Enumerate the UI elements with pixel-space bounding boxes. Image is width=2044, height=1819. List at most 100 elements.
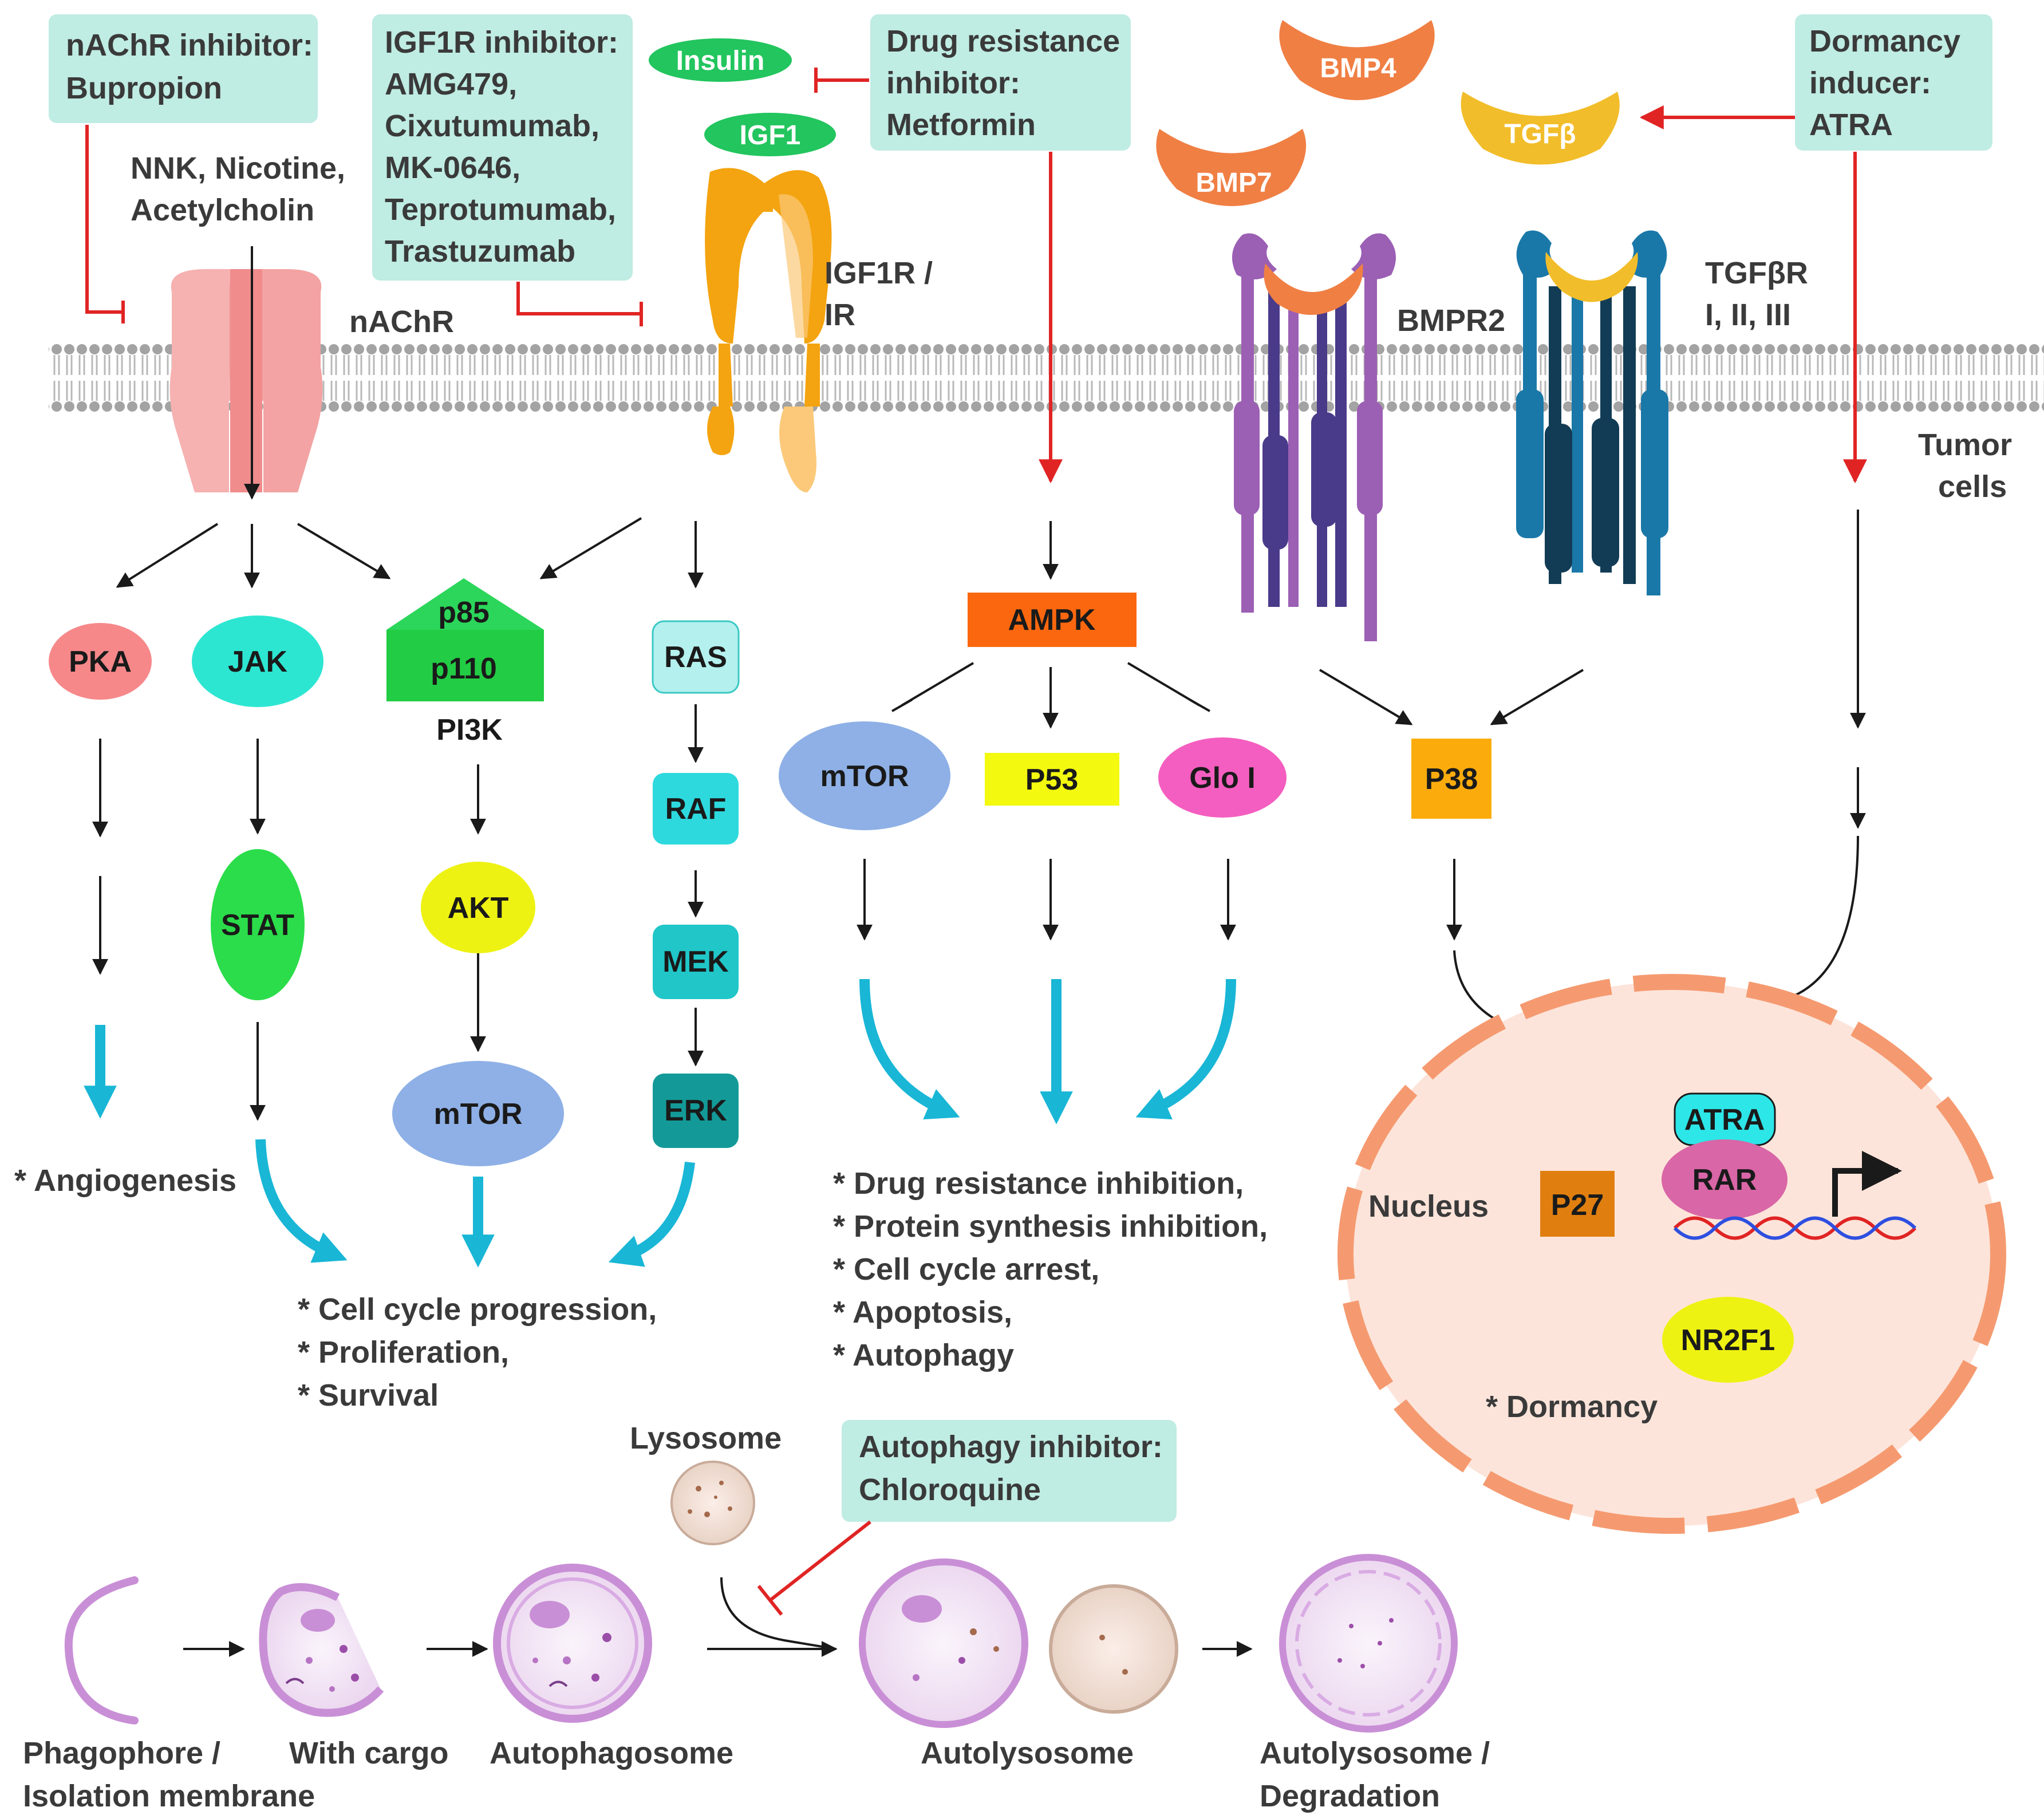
p53-label: P53 — [1025, 763, 1079, 796]
igf1r-drug-teprotumumab: Teprotumumab, — [385, 192, 616, 227]
mtor-mid-node: mTOR — [779, 721, 950, 830]
ras-node: RAS — [652, 620, 740, 694]
mtor-left-label: mTOR — [433, 1098, 522, 1131]
igf1r-drug-trastuzumab: Trastuzumab — [385, 234, 575, 269]
autophagy-inhibitor-drug: Chloroquine — [859, 1473, 1041, 1507]
atra-node: ATRA — [1674, 1092, 1776, 1146]
left-outcome-line2: * Proliferation, — [298, 1335, 509, 1370]
nachr-inhibitor-title: nAChR inhibitor: — [66, 28, 313, 62]
igf1-ligand: IGF1 — [704, 113, 836, 156]
mid-outcome-line5: * Autophagy — [833, 1338, 1014, 1372]
p27-node: P27 — [1540, 1171, 1615, 1237]
jak-label: JAK — [228, 645, 287, 678]
phagophore — [64, 1576, 139, 1725]
stat-node: STAT — [211, 849, 305, 1000]
drug-resistance-drug: Metformin — [886, 108, 1036, 142]
tgfbr-label-line2: I, II, III — [1705, 298, 1791, 332]
autophagosome-label: Autophagosome — [490, 1736, 733, 1770]
dormancy-inducer-box: Dormancy inducer: ATRA — [1795, 14, 1992, 151]
tgfb-ligand: TGFβ — [1461, 92, 1620, 165]
phagophore-label-line2: Isolation membrane — [23, 1779, 315, 1813]
insulin-ligand: Insulin — [649, 38, 792, 82]
left-outcome-line1: * Cell cycle progression, — [298, 1292, 657, 1327]
glo1-inhibit-tee — [1189, 699, 1210, 712]
rar-label: RAR — [1692, 1163, 1757, 1197]
nachr-inhibitor-drug: Bupropion — [66, 71, 222, 105]
angiogenesis-outcome: * Angiogenesis — [14, 1163, 236, 1198]
transcription-arrow — [1832, 1151, 1902, 1217]
pi3k-node: p85 p110 PI3K — [386, 578, 544, 747]
pka-node: PKA — [49, 623, 152, 700]
stat-label: STAT — [221, 909, 294, 942]
nachr-inhibitor-box: nAChR inhibitor: Bupropion — [49, 14, 318, 123]
igf1r-label-line2: IR — [824, 298, 855, 332]
inhibition-lines — [85, 68, 1867, 1616]
mtor-left-node: mTOR — [392, 1061, 564, 1166]
with-cargo-label: With cargo — [289, 1736, 449, 1770]
degradation-cell — [1279, 1554, 1458, 1733]
nachr-receptor — [169, 269, 323, 492]
autophagy-inhibitor-box: Autophagy inhibitor: Chloroquine — [842, 1420, 1177, 1522]
akt-label: AKT — [448, 891, 509, 925]
dormancy-outcome: * Dormancy — [1486, 1390, 1658, 1424]
igf1r-inhibitor-title: IGF1R inhibitor: — [385, 25, 618, 60]
igf1r-label-line1: IGF1R / — [824, 256, 933, 290]
autolysosome-label: Autolysosome — [921, 1736, 1134, 1770]
pka-label: PKA — [69, 645, 132, 678]
ampk-label: AMPK — [1008, 603, 1096, 637]
cell-membrane — [49, 344, 2044, 412]
raf-node: RAF — [653, 773, 739, 845]
ras-label: RAS — [664, 641, 727, 674]
igf1r-inhibitor-box: IGF1R inhibitor: AMG479, Cixutumumab, MK… — [372, 14, 633, 281]
atra-label: ATRA — [1684, 1103, 1765, 1137]
nachr-ligands-line2: Acetylcholin — [131, 193, 314, 227]
tumor-cells-label-line2: cells — [1938, 469, 2007, 504]
drug-resistance-subtitle: inhibitor: — [886, 66, 1020, 100]
mek-node: MEK — [653, 925, 739, 999]
cargo-cell — [259, 1583, 384, 1717]
bmpr2-receptor — [1232, 233, 1396, 641]
rar-node: RAR — [1662, 1139, 1787, 1220]
drug-resistance-inhibitor-box: Drug resistance inhibitor: Metformin — [870, 14, 1131, 151]
igf1-label: IGF1 — [740, 120, 801, 151]
dormancy-title: Dormancy — [1809, 24, 1960, 58]
nachr-ligands-line1: NNK, Nicotine, — [131, 151, 345, 186]
nachr-label: nAChR — [349, 305, 454, 339]
erk-label: ERK — [664, 1094, 727, 1127]
dna-helix — [1673, 1216, 1917, 1240]
lysosome — [670, 1461, 755, 1545]
mid-outcome-line4: * Apoptosis, — [833, 1295, 1012, 1329]
bmp4-ligand: BMP4 — [1279, 20, 1435, 100]
dormancy-drug: ATRA — [1809, 108, 1893, 142]
tumor-cells-label-line1: Tumor — [1918, 428, 2012, 462]
lysosome-label: Lysosome — [630, 1421, 782, 1455]
p38-label: P38 — [1425, 763, 1478, 796]
autophagosome — [493, 1564, 652, 1723]
p27-label: P27 — [1551, 1189, 1604, 1222]
erk-node: ERK — [653, 1074, 739, 1148]
mek-label: MEK — [662, 945, 729, 978]
glo1-node: Glo I — [1158, 737, 1287, 818]
bmp7-ligand: BMP7 — [1156, 129, 1307, 206]
autolysosome — [859, 1558, 1178, 1728]
p38-node: P38 — [1411, 739, 1491, 819]
p110-label: p110 — [431, 652, 497, 685]
igf1r-drug-mk0646: MK-0646, — [385, 151, 520, 185]
igf1r-drug-amg479: AMG479, — [385, 67, 517, 101]
glo1-label: Glo I — [1189, 761, 1256, 795]
nucleus-label: Nucleus — [1368, 1189, 1489, 1224]
drug-resistance-title: Drug resistance — [886, 24, 1120, 58]
bmpr2-label: BMPR2 — [1397, 303, 1505, 338]
tgfbr-label-line1: TGFβR — [1705, 256, 1808, 290]
raf-label: RAF — [665, 792, 727, 826]
mid-outcome-line2: * Protein synthesis inhibition, — [833, 1209, 1268, 1244]
bmp7-label: BMP7 — [1195, 168, 1272, 198]
pi3k-label: PI3K — [436, 713, 503, 747]
igf1r-receptor — [705, 168, 832, 492]
akt-node: AKT — [421, 862, 535, 953]
mid-outcome-line3: * Cell cycle arrest, — [833, 1252, 1099, 1287]
p53-node: P53 — [985, 753, 1119, 806]
tgfbr-receptor — [1516, 230, 1668, 595]
degradation-label-line1: Autolysosome / — [1260, 1736, 1490, 1770]
